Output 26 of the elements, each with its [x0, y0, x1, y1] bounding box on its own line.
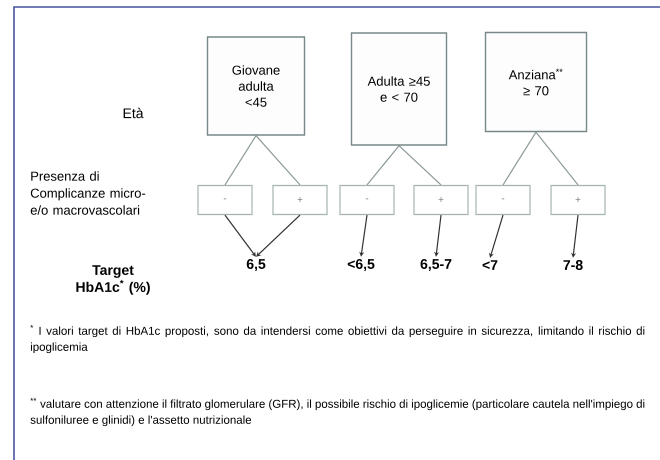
- target-value: 6,5: [246, 259, 266, 271]
- row-label: Target HbA1c$^{*}$ (%): [76, 265, 150, 295]
- row-label: Presenza di Complicanze micro-e/o macrovascolari: [30, 171, 146, 215]
- target-value: 6,5-7: [420, 259, 452, 271]
- complication-box: +: [550, 184, 606, 216]
- target-value: <7: [482, 260, 498, 270]
- complication-box: +: [272, 184, 328, 216]
- connector-line: [366, 145, 400, 186]
- row-label: Età: [124, 108, 144, 118]
- footnote: $^{*}$ I valori target di HbA1c proposti, sono da intendersi come obiettivi da perseguire in sicurezza, limitando il rischio di ipoglicemia: [30, 324, 644, 354]
- target-value: 7-8: [564, 260, 583, 270]
- complication-box: -: [339, 184, 395, 216]
- complication-box: -: [475, 184, 531, 216]
- complication-box: +: [413, 184, 469, 216]
- footnote: $^{**}$ valutare con attenzione il filtrato glomerulare (GFR), il possibile rischio di ipoglicemie (particolare cautela nell'impiego di sulfoniluree e glinidi) e l'assetto nutrizionale: [30, 398, 644, 426]
- connector-line: [256, 135, 300, 186]
- connector-line: [224, 135, 257, 186]
- connector-line: [536, 132, 578, 186]
- age-box: Anziana$^{**}$ ≥ 70: [484, 32, 588, 132]
- age-box: Adulta ≥45 e < 70: [350, 32, 448, 146]
- complication-box: -: [197, 184, 253, 216]
- connector-line: [502, 132, 537, 186]
- arrow: [256, 214, 300, 257]
- target-value: <6,5: [348, 259, 374, 271]
- age-box: Giovane adulta <45: [206, 36, 306, 136]
- connector-line: [398, 145, 442, 186]
